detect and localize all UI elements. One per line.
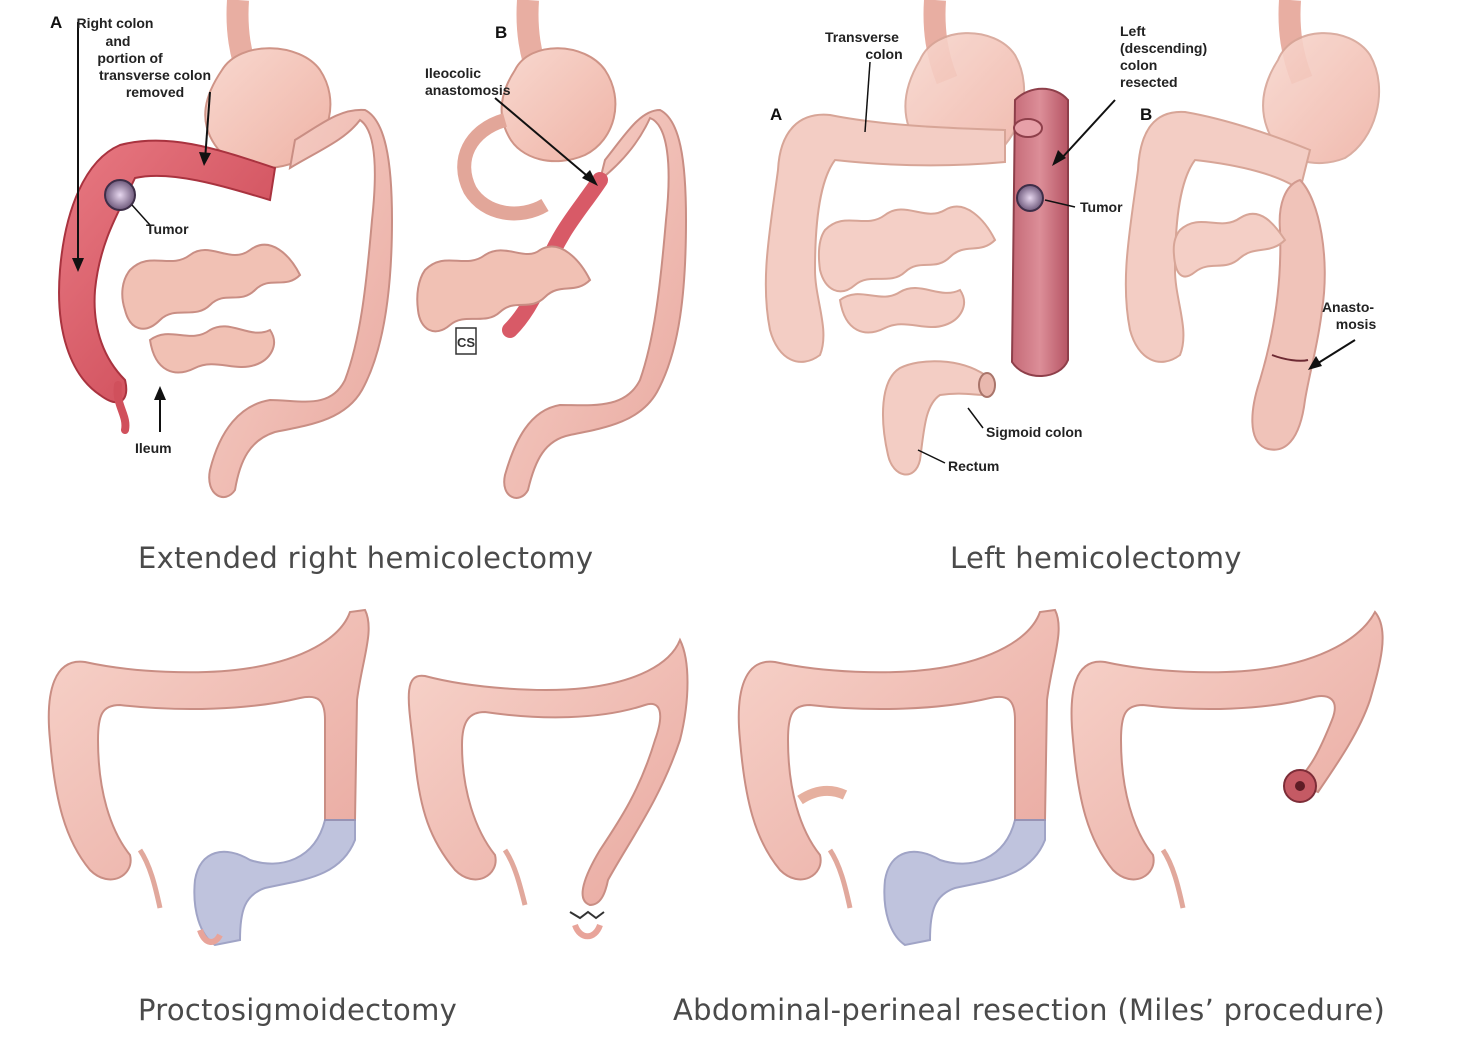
arrow-transverse	[864, 61, 871, 133]
coloanal-anastomosis	[569, 910, 605, 920]
resected-label-4: resected	[1120, 74, 1178, 90]
panel-2a-illustration: A Transverse colon Left (descending) col…	[764, 0, 1207, 476]
resected-note-line-1: Right colon	[77, 15, 154, 31]
stomach-2b	[1262, 32, 1381, 165]
panel-1b-letter: B	[495, 23, 507, 42]
sigmoid-label: Sigmoid colon	[986, 424, 1082, 440]
arrow-removed-head	[199, 152, 211, 166]
arrow-removed	[204, 91, 211, 161]
panel-4b-illustration	[1070, 610, 1384, 909]
ileum-label: Ileum	[135, 440, 172, 456]
panel-2b-letter: B	[1140, 105, 1152, 124]
panel-1b-illustration: CS B Ileocolic anastomosis	[416, 0, 688, 499]
rectum-leader	[917, 449, 946, 464]
resected-label-1: Left	[1120, 23, 1146, 39]
tumor-leader	[131, 204, 151, 226]
arrow-anastomosis-2b	[1314, 339, 1356, 366]
sigmoid-rectum	[882, 360, 986, 476]
title-extended-right-hemicolectomy: Extended right hemicolectomy	[138, 541, 594, 575]
anastomosis-2b-label-1: Anasto-	[1322, 299, 1374, 315]
stomach-b	[500, 47, 617, 163]
ileum-stub-4a	[797, 785, 848, 805]
title-proctosigmoidectomy: Proctosigmoidectomy	[138, 993, 458, 1027]
rectum-label: Rectum	[948, 458, 999, 474]
resected-label-2: (descending)	[1120, 40, 1207, 56]
resected-note-line-4: transverse colon	[99, 67, 211, 83]
rectal-stump	[197, 928, 223, 945]
panel-3b-illustration	[407, 637, 689, 940]
publisher-logo-text: CS	[457, 335, 475, 350]
descending-rejoined-2b	[1251, 178, 1326, 451]
resected-note-line-2: and	[106, 33, 131, 49]
title-abdominal-perineal-resection: Abdominal-perineal resection (Miles’ pro…	[673, 993, 1386, 1027]
transverse-label-2: colon	[865, 46, 902, 62]
tumor-marker-2a	[1016, 184, 1044, 212]
panel-2a-letter: A	[770, 105, 782, 124]
anastomosis-2b-label-2: mosis	[1336, 316, 1377, 332]
arrow-a-head	[72, 258, 84, 272]
anastomosis-label-2: anastomosis	[425, 82, 511, 98]
anastomosis-line	[1271, 354, 1309, 362]
appendix-4b	[1160, 848, 1186, 909]
small-intestine-b	[416, 245, 592, 333]
resected-descending-colon	[1010, 87, 1069, 377]
arrow-resected	[1059, 99, 1116, 161]
small-intestine-2b	[1172, 212, 1287, 278]
transverse-label-1: Transverse	[825, 29, 899, 45]
appendix	[113, 381, 130, 434]
resected-end-top	[1013, 118, 1043, 138]
arrow-resected-head	[1052, 150, 1066, 166]
panel-1a-illustration: A Right colon and portion of transverse …	[50, 0, 394, 499]
tumor-label: Tumor	[146, 221, 189, 237]
panel-1a-letter: A	[50, 13, 62, 32]
title-left-hemicolectomy: Left hemicolectomy	[950, 541, 1242, 575]
anal-stump	[572, 923, 603, 940]
resected-note-line-5: removed	[126, 84, 184, 100]
sigmoid-end	[978, 372, 996, 398]
tumor-marker	[104, 179, 136, 211]
colon-3b	[407, 637, 689, 907]
duodenal-loop	[457, 113, 549, 221]
removed-sigmoid-rectum	[193, 819, 356, 947]
appendix-3b	[502, 848, 528, 906]
remaining-colon	[208, 108, 394, 499]
panel-3a-illustration	[47, 608, 370, 947]
colon-2a	[764, 113, 1006, 363]
panel-2b-illustration: B Anasto- mosis	[1124, 0, 1381, 451]
remaining-colon-b	[503, 108, 688, 499]
colon-2b	[1124, 110, 1312, 363]
arrow-ileum-head	[154, 386, 166, 400]
colon-4a	[737, 608, 1060, 881]
small-intestine-2a	[817, 205, 997, 334]
tumor-leader-2a	[1044, 199, 1076, 208]
publisher-logo	[455, 327, 477, 355]
arrow-anastomosis-2b-head	[1308, 356, 1322, 370]
removed-rectosigmoid	[883, 819, 1046, 947]
small-intestine	[121, 243, 302, 374]
resected-label-3: colon	[1120, 57, 1157, 73]
arrow-anastomosis	[494, 97, 593, 181]
colon-3a	[47, 608, 370, 881]
anastomosis-label-1: Ileocolic	[425, 65, 481, 81]
resected-note-line-3: portion of	[97, 50, 163, 66]
appendix-4a	[827, 848, 853, 909]
end-colostomy-lumen	[1295, 781, 1305, 791]
panel-4a-illustration	[737, 608, 1060, 947]
tumor-label-2a: Tumor	[1080, 199, 1123, 215]
colon-4b	[1070, 610, 1384, 881]
appendix-3a	[137, 848, 163, 909]
sigmoid-leader	[967, 407, 984, 429]
arrow-anastomosis-head	[582, 170, 598, 186]
